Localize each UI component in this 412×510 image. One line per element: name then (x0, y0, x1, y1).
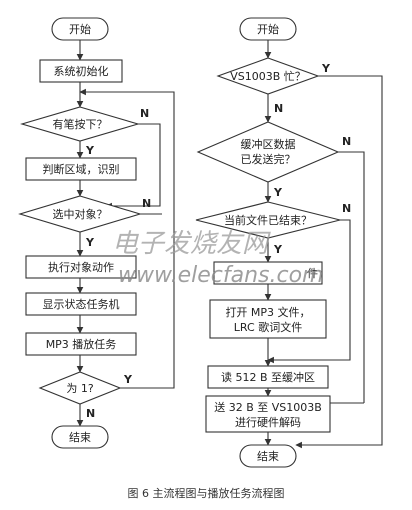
left-init-label: 系统初始化 (54, 64, 109, 78)
right-flowchart: 开始 VS1003B 忙？ Y N 缓冲区数据 已发送完？ N Y 当前文件已结… (195, 17, 383, 468)
left-mp3-box (25, 332, 137, 356)
left-end-label: 结束 (69, 431, 91, 444)
right-buffer-decision (196, 121, 340, 183)
right-busy-yes-label: Y (321, 62, 331, 75)
left-end-terminal (51, 425, 109, 449)
right-buffer-no-label: N (342, 135, 351, 148)
left-init-box (39, 59, 123, 83)
right-fileend-no-label: N (342, 202, 351, 215)
left-select-no-label: N (142, 197, 151, 210)
left-judge-label: 判断区域，识别 (43, 162, 120, 176)
left-isone-yes-label: Y (123, 373, 133, 386)
right-open-box (209, 299, 327, 339)
left-exec-box (25, 255, 137, 279)
right-send-label-1: 送 32 B 至 VS1003B (214, 400, 322, 414)
right-buffer-yes-label: Y (273, 186, 283, 199)
left-status-label: 显示状态任务机 (43, 297, 120, 311)
left-select-label: 选中对象？ (53, 207, 108, 221)
left-isone-no-label: N (86, 407, 95, 420)
watermark: 电子发烧友网 www.elecfans.com (112, 229, 323, 288)
right-end-terminal (239, 444, 297, 468)
left-pen-no-loop (105, 123, 161, 210)
left-pen-label: 有笔按下？ (53, 117, 108, 131)
right-busy-label: VS1003B 忙？ (230, 69, 306, 83)
figure-caption: 图 6 主流程图与播放任务流程图 (128, 486, 285, 500)
left-mp3-label: MP3 播放任务 (46, 337, 117, 351)
left-pen-no-label: N (140, 107, 149, 120)
right-fileend-label: 当前文件已结束？ (224, 213, 312, 227)
left-exec-label: 执行对象动作 (48, 260, 114, 274)
watermark-logo-text: 电子发烧友网 (112, 229, 271, 259)
left-pen-yes-label: Y (85, 144, 95, 157)
right-buffer-label-2: 已发送完？ (241, 152, 296, 166)
right-busy-yes-path (295, 75, 383, 449)
right-buffer-label-1: 缓冲区数据 (241, 137, 296, 151)
left-flowchart: 开始 系统初始化 有笔按下？ N Y 判断区域，识别 选中对象？ N Y 执行对… (18, 17, 175, 449)
watermark-url-text: www.elecfans.com (118, 263, 323, 288)
right-send-label-2: 进行硬件解码 (235, 415, 301, 429)
right-open-label-2: LRC 歌词文件 (234, 320, 302, 334)
left-select-yes-label: Y (85, 236, 95, 249)
right-fileend-no-path (267, 219, 351, 364)
right-buffer-no-line (338, 151, 365, 403)
right-start-label: 开始 (257, 22, 279, 36)
right-busy-no-label: N (274, 102, 283, 115)
left-judge-box (25, 157, 137, 181)
right-read-label: 读 512 B 至缓冲区 (221, 370, 315, 384)
right-end-label: 结束 (257, 450, 279, 463)
left-isone-label: 为 1? (66, 382, 93, 395)
left-start-label: 开始 (69, 22, 91, 36)
left-status-box (25, 292, 137, 316)
right-close-label: 件 (307, 267, 318, 280)
right-open-label-1: 打开 MP3 文件， (225, 305, 310, 319)
left-isone-yes-loop (79, 88, 175, 389)
right-fileend-yes-label: Y (273, 243, 283, 256)
